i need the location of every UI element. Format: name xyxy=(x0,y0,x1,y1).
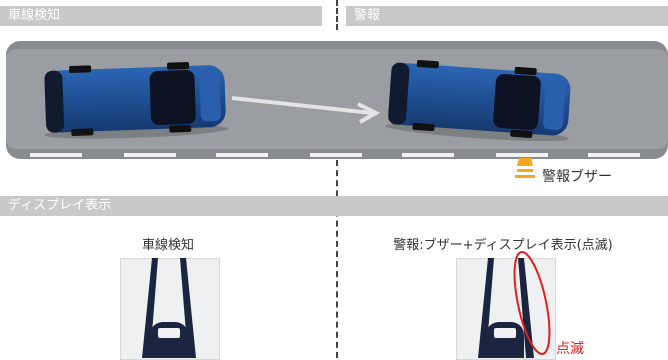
lane-dash xyxy=(30,153,82,157)
divider xyxy=(336,160,338,358)
section-header-warning: 警報 xyxy=(346,6,668,26)
lane-dash xyxy=(588,153,640,157)
lane-dash xyxy=(124,153,176,157)
section-header-warning-label: 警報 xyxy=(354,8,381,23)
car-icon xyxy=(385,60,571,142)
section-header-detection-label: 車線検知 xyxy=(8,8,61,23)
lane-display xyxy=(142,258,196,358)
lane-dash xyxy=(216,153,268,157)
section-header-detection: 車線検知 xyxy=(0,6,322,26)
section-header-display-label: ディスプレイ表示 xyxy=(8,198,112,213)
divider xyxy=(336,0,338,30)
blink-label: 点滅 xyxy=(556,341,584,357)
lane-dash xyxy=(402,153,454,157)
buzzer-icon xyxy=(515,158,535,178)
blink-highlight xyxy=(513,251,551,355)
buzzer-label: 警報ブザー xyxy=(542,169,612,185)
section-header-display: ディスプレイ表示 xyxy=(0,196,668,216)
lane-dash xyxy=(310,153,362,157)
car-icon xyxy=(44,61,229,139)
caption-detection: 車線検知 xyxy=(141,238,194,253)
lane-display-warning xyxy=(478,258,534,358)
caption-warning: 警報:ブザー+ディスプレイ表示(点滅) xyxy=(393,238,613,253)
lane-dash xyxy=(496,153,548,157)
arrow-icon xyxy=(231,96,381,124)
